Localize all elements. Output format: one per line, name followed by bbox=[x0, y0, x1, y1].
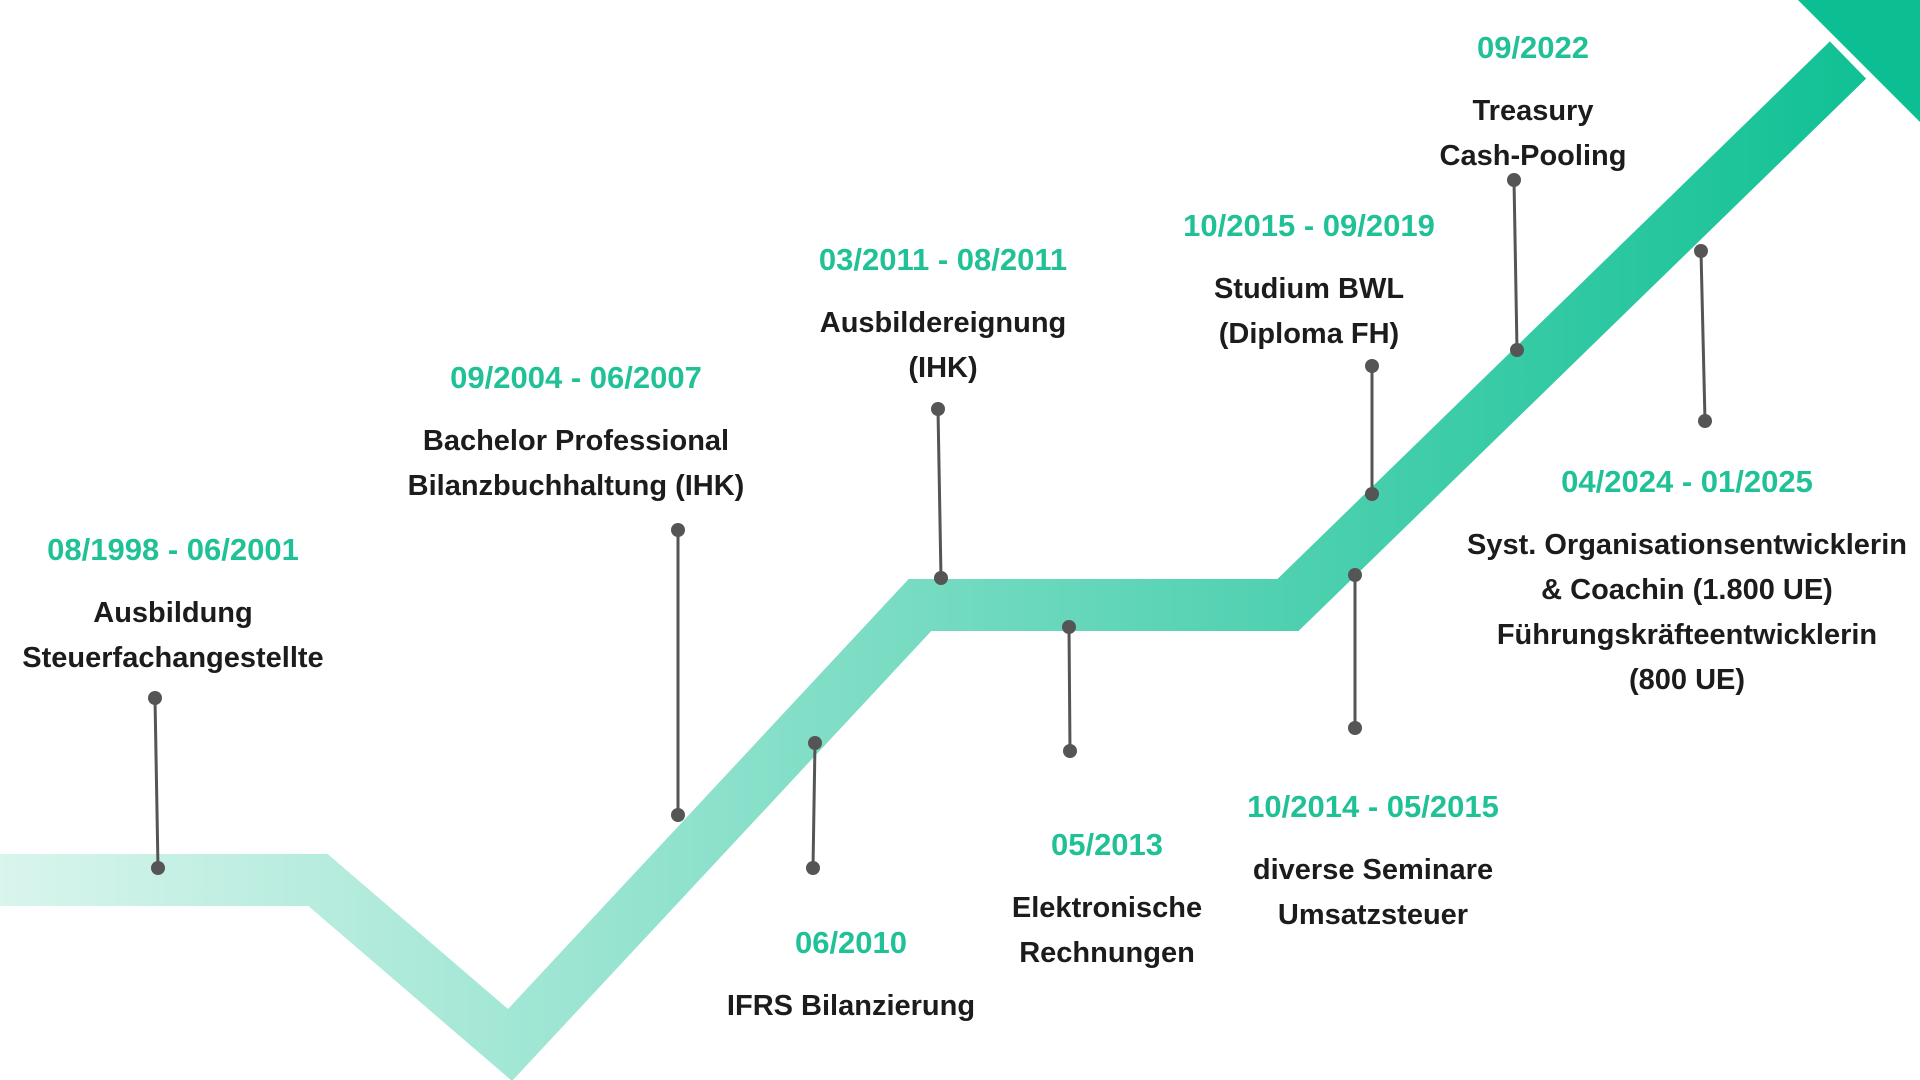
milestone-m7: 10/2015 - 09/2019 Studium BWL (Diploma F… bbox=[1183, 207, 1435, 357]
milestone-line: Rechnungen bbox=[1019, 937, 1195, 969]
milestone-description: Studium BWL (Diploma FH) bbox=[1183, 267, 1435, 357]
milestone-date: 04/2024 - 01/2025 bbox=[1561, 464, 1813, 499]
milestone-description: Syst. Organisationsentwicklerin & Coachi… bbox=[1467, 523, 1907, 703]
connector-m5 bbox=[1062, 620, 1077, 758]
milestone-line: Ausbildung bbox=[93, 597, 253, 629]
connector-m8 bbox=[1507, 173, 1524, 357]
milestone-description: Elektronische Rechnungen bbox=[1012, 886, 1202, 976]
milestone-line: Cash-Pooling bbox=[1439, 140, 1627, 172]
milestone-m2: 09/2004 - 06/2007 Bachelor Professional … bbox=[408, 359, 745, 509]
milestone-line: Syst. Organisationsentwicklerin bbox=[1467, 529, 1907, 561]
milestone-date: 06/2010 bbox=[794, 925, 908, 960]
milestone-date: 05/2013 bbox=[1050, 827, 1164, 862]
milestone-line: IFRS Bilanzierung bbox=[726, 990, 976, 1022]
milestone-line: Führungskräfteentwicklerin bbox=[1496, 619, 1878, 651]
milestone-description: Ausbildung Steuerfachangestellte bbox=[22, 591, 323, 681]
milestone-line: Umsatzsteuer bbox=[1277, 899, 1469, 931]
milestone-description: Bachelor Professional Bilanzbuchhaltung … bbox=[408, 419, 745, 509]
arrow-head-icon bbox=[1798, 0, 1920, 122]
milestone-line: Ausbildereignung bbox=[819, 307, 1067, 339]
milestone-line: & Coachin (1.800 UE) bbox=[1541, 574, 1833, 606]
connector-m6 bbox=[1348, 568, 1362, 735]
connector-m7 bbox=[1365, 359, 1379, 501]
growth-path bbox=[0, 41, 1867, 1080]
milestone-date: 09/2004 - 06/2007 bbox=[450, 360, 702, 395]
milestone-date: 10/2015 - 09/2019 bbox=[1183, 208, 1435, 243]
connector-m4 bbox=[931, 402, 948, 585]
milestone-m3: 06/2010 IFRS Bilanzierung bbox=[727, 924, 975, 1029]
connector-m1 bbox=[148, 691, 165, 875]
milestone-date: 09/2022 bbox=[1476, 30, 1590, 65]
milestone-line: Steuerfachangestellte bbox=[22, 642, 324, 674]
connector-m9 bbox=[1694, 244, 1712, 428]
milestone-m1: 08/1998 - 06/2001 Ausbildung Steuerfacha… bbox=[22, 531, 323, 681]
milestone-line: diverse Seminare bbox=[1252, 854, 1494, 886]
milestone-description: diverse Seminare Umsatzsteuer bbox=[1247, 848, 1499, 938]
milestone-line: Treasury bbox=[1472, 95, 1594, 127]
milestone-description: Ausbildereignung (IHK) bbox=[819, 301, 1067, 391]
milestone-date: 10/2014 - 05/2015 bbox=[1247, 789, 1499, 824]
milestone-date: 03/2011 - 08/2011 bbox=[818, 242, 1068, 277]
milestone-line: Bilanzbuchhaltung (IHK) bbox=[407, 470, 745, 502]
connector-m3 bbox=[806, 736, 822, 875]
milestone-m4: 03/2011 - 08/2011 Ausbildereignung (IHK) bbox=[819, 241, 1067, 391]
milestone-m9: 04/2024 - 01/2025 Syst. Organisationsent… bbox=[1467, 463, 1907, 703]
milestone-date: 08/1998 - 06/2001 bbox=[47, 532, 299, 567]
milestone-line: (Diploma FH) bbox=[1218, 318, 1400, 350]
milestone-description: Treasury Cash-Pooling bbox=[1440, 89, 1627, 179]
connector-m2 bbox=[671, 523, 685, 822]
milestone-m5: 05/2013 Elektronische Rechnungen bbox=[1012, 826, 1202, 976]
milestone-line: (800 UE) bbox=[1628, 664, 1746, 696]
milestone-m8: 09/2022 Treasury Cash-Pooling bbox=[1440, 29, 1627, 179]
milestone-line: (IHK) bbox=[908, 352, 978, 384]
milestone-m6: 10/2014 - 05/2015 diverse Seminare Umsat… bbox=[1247, 788, 1499, 938]
milestone-line: Studium BWL bbox=[1213, 273, 1405, 305]
milestone-line: Elektronische bbox=[1011, 892, 1203, 924]
milestone-description: IFRS Bilanzierung bbox=[727, 984, 975, 1029]
milestone-line: Bachelor Professional bbox=[422, 425, 730, 457]
